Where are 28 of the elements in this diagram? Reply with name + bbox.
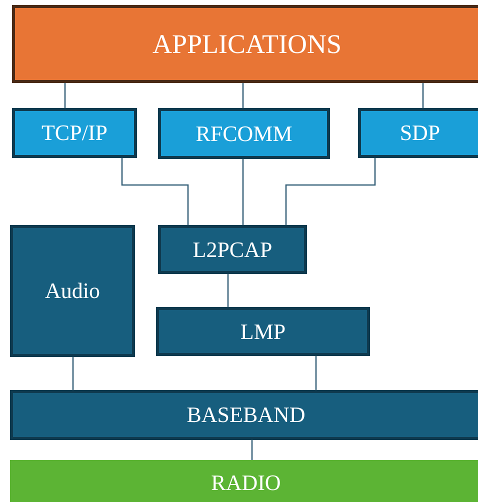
layer-label: SDP bbox=[400, 120, 440, 146]
connector-line bbox=[422, 83, 424, 108]
connector-line bbox=[315, 356, 317, 390]
connector-line bbox=[121, 158, 189, 225]
connector-line bbox=[64, 83, 66, 108]
layer-label: Audio bbox=[45, 278, 100, 304]
layer-label: L2PCAP bbox=[192, 236, 272, 262]
layer-label: RFCOMM bbox=[196, 120, 292, 146]
layer-label: RADIO bbox=[211, 470, 281, 496]
connector-line bbox=[285, 158, 376, 225]
layer-label: LMP bbox=[240, 318, 286, 344]
layer-box bbox=[10, 225, 135, 357]
connector-line bbox=[72, 357, 74, 390]
connector-line bbox=[242, 159, 244, 225]
connector-line bbox=[242, 83, 244, 108]
layer-box bbox=[358, 108, 478, 158]
layer-box bbox=[12, 5, 478, 83]
layer-box bbox=[10, 390, 478, 440]
layer-box bbox=[156, 307, 370, 356]
connector-line bbox=[227, 274, 229, 307]
connector-line bbox=[251, 440, 253, 460]
layer-box bbox=[158, 225, 307, 274]
layer-box bbox=[158, 108, 330, 159]
layer-box bbox=[10, 460, 478, 502]
layer-label: APPLICATIONS bbox=[152, 28, 342, 60]
layer-label: TCP/IP bbox=[41, 120, 108, 146]
layer-box bbox=[12, 108, 137, 158]
layer-label: BASEBAND bbox=[186, 402, 306, 428]
